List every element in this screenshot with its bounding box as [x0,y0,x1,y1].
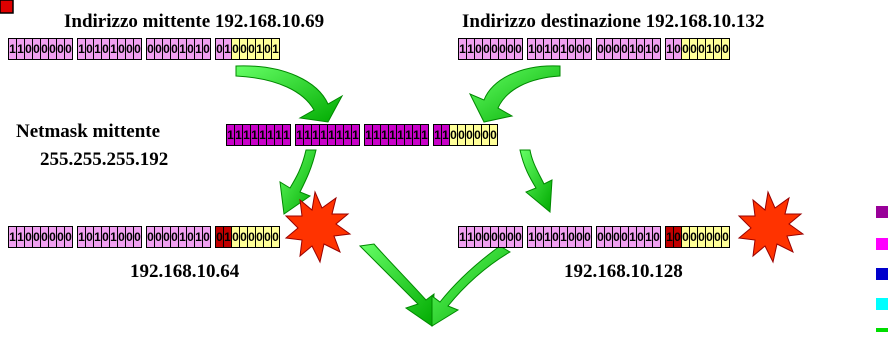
arrow-net-src-to-compare [358,243,435,327]
arrow-dst-to-mask [468,65,561,123]
bit-cell: 0 [202,226,211,248]
bit-cell: 0 [133,226,142,248]
legend-swatch-1 [876,206,888,218]
bit-cell: 0 [133,38,142,60]
bit-cell: 1 [271,38,280,60]
burst-src-icon [284,190,352,264]
bit-cell: 0 [271,226,280,248]
bit-cell: 0 [64,226,73,248]
legend-swatch-3 [876,268,888,280]
src-address-label: Indirizzo mittente 192.168.10.69 [64,11,325,32]
net-dst-label: 192.168.10.128 [564,261,683,282]
arrow-net-dst-to-compare [431,245,511,327]
net-src-label: 192.168.10.64 [130,261,240,282]
arrow-src-to-mask [235,65,344,123]
netmask-label: Netmask mittente [16,121,161,142]
arrow-mask-to-net-dst [519,149,553,214]
bit-cell: 0 [652,38,661,60]
bit-cell: 0 [583,38,592,60]
bit-cell: 1 [420,124,429,146]
corner-marker-icon [0,0,14,14]
bit-cell: 0 [514,226,523,248]
legend-swatch-2 [876,238,888,250]
bit-cell: 1 [282,124,291,146]
dst-address-label: Indirizzo destinazione 192.168.10.132 [462,11,765,32]
arrow-mask-to-net-src [279,149,317,215]
bit-cell: 0 [583,226,592,248]
bit-cell: 1 [351,124,360,146]
bit-cell: 0 [202,38,211,60]
bit-cell: 0 [721,38,730,60]
legend-swatch-5 [876,328,888,332]
burst-dst-icon [737,190,805,264]
bit-cell: 0 [652,226,661,248]
bit-cell: 0 [514,38,523,60]
legend-swatch-4 [876,298,888,310]
netmask-value-label: 255.255.255.192 [40,149,169,170]
bit-cell: 0 [489,124,498,146]
bit-cell: 0 [64,38,73,60]
bit-cell: 0 [721,226,730,248]
